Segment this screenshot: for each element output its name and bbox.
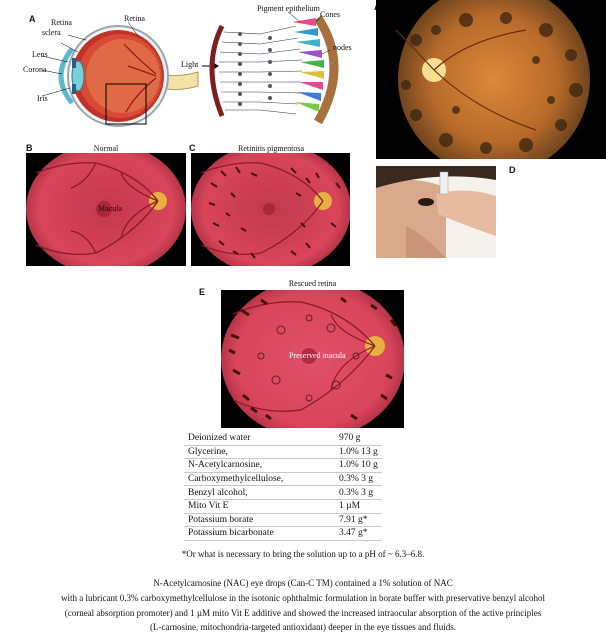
vitreous-body	[86, 39, 160, 113]
label-pigment-epithelium: Pigment epithelium	[257, 4, 320, 13]
rp-fundus-photograph	[376, 0, 606, 159]
hand	[436, 190, 496, 236]
photoreceptor-diagram	[202, 11, 339, 125]
formulation-row: N-Acetylcarnosine,1.0% 10 g	[184, 458, 382, 473]
label-corona: Corona	[23, 65, 47, 74]
ingredient-amount: 0.3% 3 g	[335, 485, 382, 500]
hair	[376, 166, 496, 188]
retinal-vessels	[35, 162, 159, 256]
ingredient-amount: 7.91 g*	[335, 513, 382, 528]
ingredient-name: Deionized water	[184, 432, 335, 446]
label-preserved-macula: Preserved macula	[289, 351, 346, 360]
eye	[418, 198, 434, 206]
label-retina-left: Retina	[51, 18, 72, 27]
ingredient-amount: 0.3% 3 g	[335, 472, 382, 487]
front-curve	[209, 24, 225, 117]
label-iris: Iris	[37, 94, 48, 103]
caption-line: (L-carnosine, mitochondria-targeted anti…	[150, 622, 456, 633]
iris	[72, 58, 76, 68]
footnote: *Or what is necessary to bring the solut…	[181, 549, 425, 559]
normal-fundus-illustration	[26, 153, 186, 266]
ingredient-name: Potassium borate	[184, 513, 335, 528]
lens	[71, 60, 85, 92]
ingredient-amount: 3.47 g*	[335, 526, 382, 541]
dropper-bottle	[439, 171, 449, 195]
formulation-row: Carboxymethylcellulose,0.3% 3 g	[184, 472, 382, 487]
caption-line: with a lubricant 0.3% carboxymethylcellu…	[61, 592, 545, 603]
panel-label-e: E	[199, 287, 206, 297]
cone-cells	[292, 18, 324, 112]
rp-fundus-illustration	[191, 153, 350, 266]
rescued-retina-illustration	[221, 290, 404, 428]
ingredient-amount: 1 µM	[335, 499, 382, 514]
panel-label-c: C	[189, 143, 196, 153]
ingredient-amount: 1.0% 13 g	[335, 445, 382, 460]
normal-fundus-title: Normal	[93, 144, 119, 153]
pigment-deposits	[401, 12, 583, 154]
caption-line: (corneal absorption promoter) and 1 µM m…	[64, 607, 542, 618]
cornea	[58, 47, 74, 105]
ingredient-name: Benzyl alcohol,	[184, 485, 335, 500]
label-macula: Macula	[98, 204, 122, 213]
eye-cross-section-diagram	[41, 21, 199, 127]
label-sclera: sclera	[42, 28, 61, 37]
nodes	[238, 32, 272, 106]
magnified-region-box	[105, 83, 147, 125]
label-nodes: nodes	[333, 43, 352, 52]
ingredient-amount: 970 g	[335, 432, 382, 446]
rp-fundus-title: Retinitis pigmentosa	[238, 144, 304, 153]
ingredient-name: Mito Vit E	[184, 499, 335, 514]
label-lens: Lens	[32, 50, 48, 59]
rescued-retina-title: Rescued retina	[288, 279, 337, 288]
rescued-cells	[257, 314, 360, 402]
panel-label-b: B	[26, 143, 33, 153]
ingredient-name: Glycerine,	[184, 445, 335, 460]
ingredient-amount: 1.0% 10 g	[335, 458, 382, 473]
eye-drop-application-photo	[376, 166, 496, 258]
label-retina-right: Retina	[124, 14, 145, 23]
label-cones: Cones	[320, 10, 340, 19]
formulation-row: Glycerine,1.0% 13 g	[184, 445, 382, 460]
caption-line: N-Acetylcarnosine (NAC) eye drops (Can-C…	[153, 578, 453, 588]
pigment-epithelium-band	[314, 15, 339, 125]
bone-spicule-pigment	[208, 166, 341, 259]
neural-fibers	[219, 25, 303, 115]
formulation-row: Benzyl alcohol,0.3% 3 g	[184, 485, 382, 500]
panel-label-d: D	[509, 165, 516, 175]
peripheral-pigment	[228, 296, 398, 421]
figure-caption: N-Acetylcarnosine (NAC) eye drops (Can-C…	[0, 576, 606, 635]
panel-label-a-left: A	[29, 14, 36, 24]
macula-spot	[96, 201, 112, 217]
ingredient-name: Carboxymethylcellulose,	[184, 472, 335, 487]
retinal-vessels	[123, 43, 157, 113]
ingredient-name: N-Acetylcarnosine,	[184, 458, 335, 473]
ingredient-name: Potassium bicarbonate	[184, 526, 335, 541]
label-light: Light	[181, 60, 199, 69]
